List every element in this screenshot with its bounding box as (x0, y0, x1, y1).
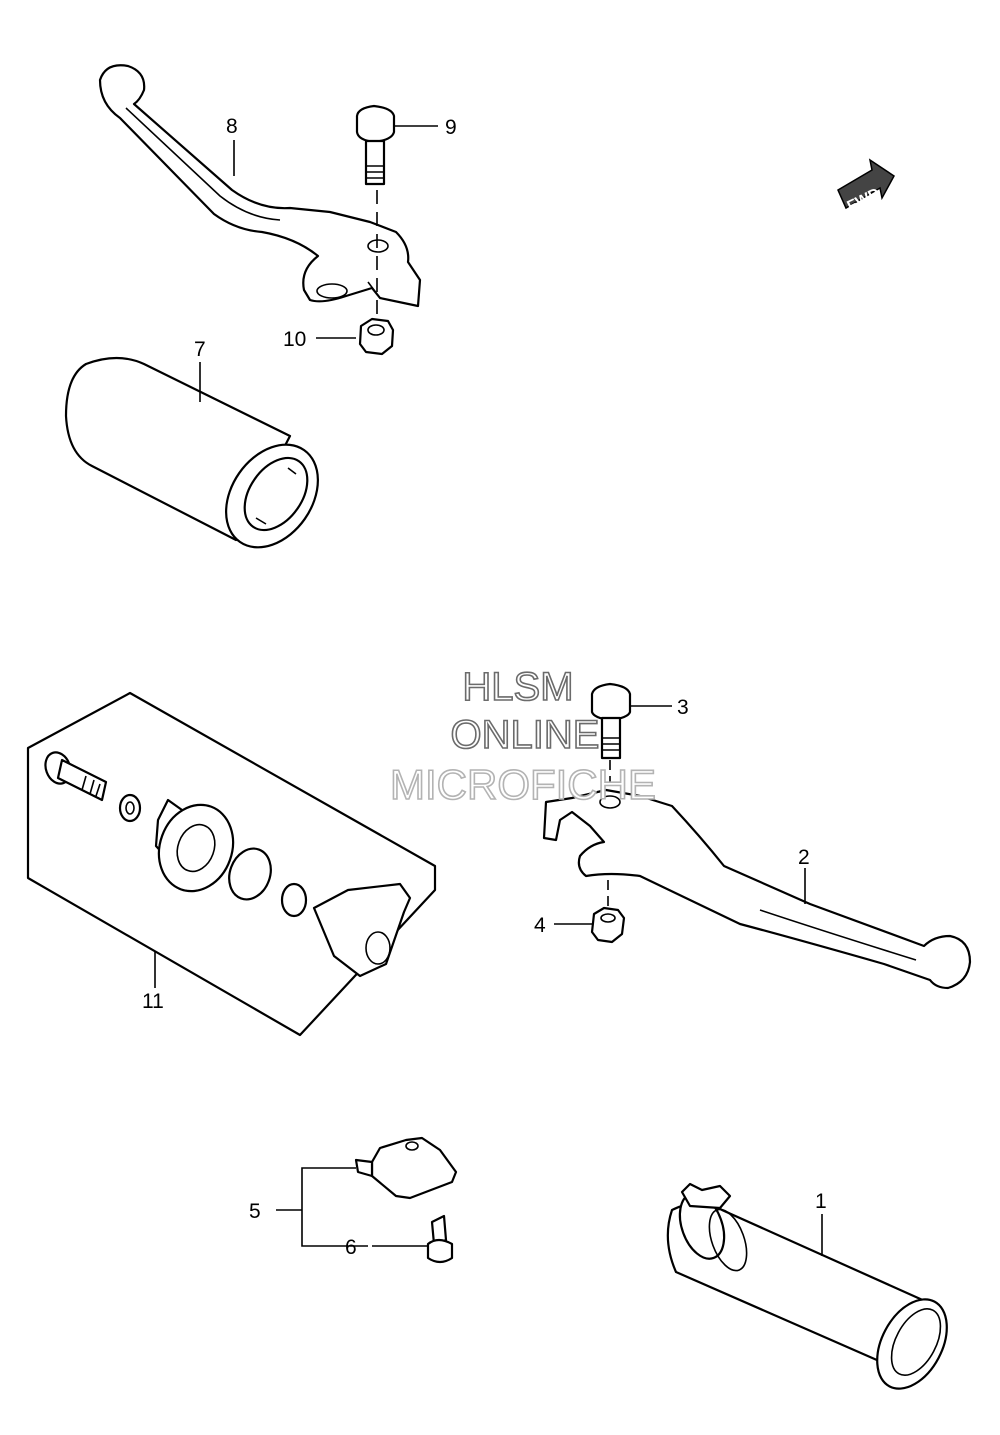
brake-lever-part-8[interactable] (98, 64, 422, 308)
callout-1: 1 (815, 1190, 827, 1213)
callout-2: 2 (798, 846, 810, 869)
callout-9: 9 (445, 116, 457, 139)
callout-7: 7 (194, 338, 206, 361)
bolt-part-9[interactable] (355, 104, 396, 186)
handlebar-grip-part-7[interactable] (64, 356, 337, 565)
throttle-housing-kit-part-11[interactable] (26, 691, 437, 1037)
nut-part-4[interactable] (590, 906, 626, 944)
kit-cable-end (312, 882, 412, 978)
fwd-arrow-badge: FWD (837, 158, 895, 215)
callout-11: 11 (142, 990, 164, 1013)
kit-housing (154, 798, 235, 893)
callout-10: 10 (283, 328, 306, 351)
watermark-line-3: MICROFICHE (390, 761, 656, 808)
clutch-lever-part-2[interactable] (542, 788, 972, 990)
callout-5: 5 (249, 1200, 261, 1223)
kit-pulley (228, 847, 272, 901)
leader-lines (154, 125, 823, 1256)
watermark-line-1: HLSM (462, 665, 573, 709)
kit-o-ring (280, 882, 308, 918)
callout-3: 3 (677, 696, 689, 719)
kit-screw (44, 751, 108, 802)
watermark-line-2: ONLINE (451, 713, 600, 757)
nut-part-10[interactable] (358, 317, 395, 356)
kit-washer (118, 793, 142, 823)
callout-8: 8 (226, 115, 238, 138)
switch-part-5[interactable] (354, 1136, 458, 1200)
bolt-part-3[interactable] (590, 682, 632, 760)
callout-6: 6 (345, 1236, 357, 1259)
screw-part-6[interactable] (426, 1214, 454, 1264)
throttle-grip-part-1[interactable] (666, 1182, 961, 1400)
watermark: HLSM ONLINE MICROFICHE (389, 664, 657, 809)
callout-4: 4 (534, 914, 546, 937)
